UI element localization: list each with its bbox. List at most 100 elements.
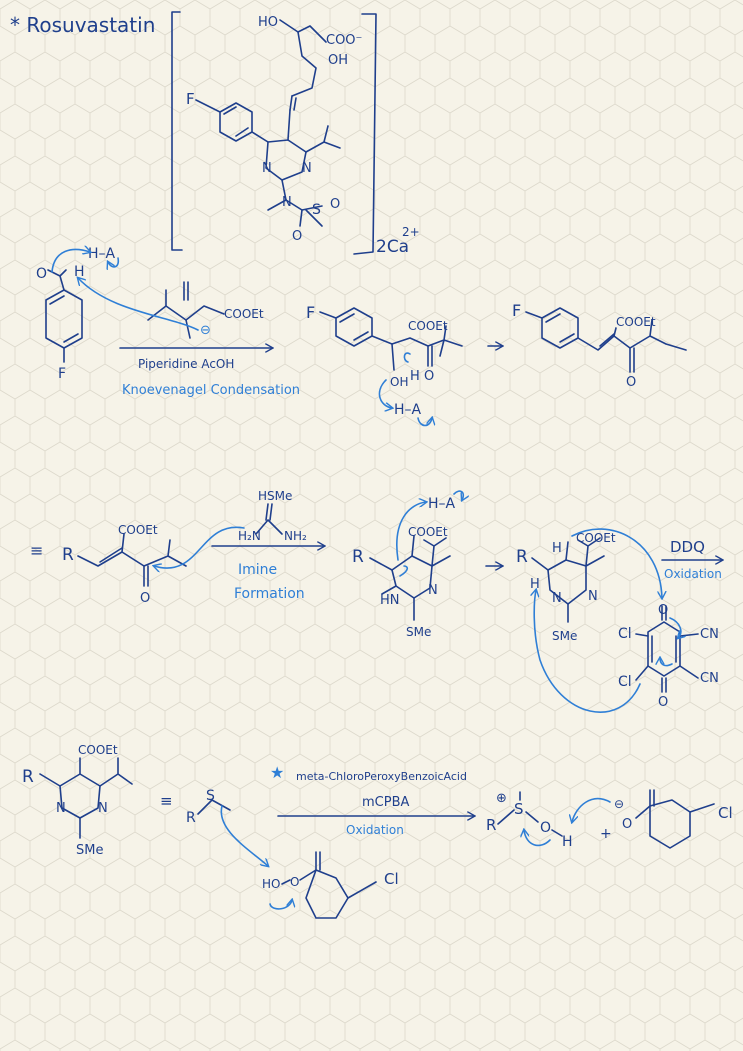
- step2-intermediate: R COOEt HN N SMe H–A: [352, 490, 502, 639]
- step3-products: R ⊕ S O H + ⊖ O Cl: [486, 789, 733, 850]
- step1-f: F: [58, 366, 66, 382]
- ddq-o2: O: [658, 695, 668, 710]
- ddq-oxidation: Oxidation: [664, 567, 722, 581]
- thiourea-hsme: HSMe: [258, 489, 292, 503]
- benzoate-ring: [649, 799, 691, 849]
- step2-equiv: ≡: [30, 541, 43, 560]
- step1-reaction-name: Knoevenagel Condensation: [122, 383, 300, 398]
- peracid-ho: HO: [262, 877, 280, 891]
- hydride-transfer-arrow: [571, 528, 662, 598]
- ddq-cn2: CN: [700, 671, 719, 686]
- prod1-o: O: [626, 375, 636, 390]
- int2-ha: H–A: [428, 496, 456, 512]
- ddq-cn1: CN: [700, 627, 719, 642]
- ddq-cl1: Cl: [618, 626, 632, 642]
- step3-n1: N: [56, 801, 66, 816]
- step3-cooet: COOEt: [78, 743, 118, 757]
- int2-arrow-to-acid: [396, 502, 426, 561]
- ddq-o1: O: [658, 603, 668, 618]
- rosu-coo: COO⁻: [326, 33, 362, 48]
- benzoate-cl: Cl: [718, 804, 733, 822]
- step1-reactants: O H H–A F COOEt ⊖ Piperidine AcOH Knoeve…: [36, 246, 300, 398]
- int1-o: O: [424, 369, 434, 384]
- dhp-sme: SMe: [552, 629, 577, 643]
- dhp-n1: N: [552, 591, 562, 606]
- rosu-ho: HO: [258, 15, 278, 30]
- step3-oxidation: Oxidation: [346, 823, 404, 837]
- step2-o: O: [140, 591, 150, 606]
- star-marker: ★: [270, 763, 284, 782]
- step2-cooet: COOEt: [118, 523, 158, 537]
- step1-cooet: COOEt: [224, 307, 264, 321]
- prod1-f: F: [512, 301, 521, 320]
- step3-r: R: [22, 767, 34, 787]
- int2-sme: SMe: [406, 625, 431, 639]
- ddq-proton-arrow: [534, 590, 641, 713]
- step3-reaction: ≡ R S HO O Cl ★ meta-ChloroPeroxyBenzoic…: [160, 763, 474, 919]
- rosu-n3: N: [282, 195, 292, 210]
- product-o: O: [540, 820, 551, 836]
- ddq-cl2: Cl: [618, 674, 632, 690]
- step1-arrow-o-to-h: [51, 249, 90, 273]
- aldehyde-o: O: [36, 266, 47, 282]
- peracid-cl: Cl: [384, 870, 399, 888]
- page-title: * Rosuvastatin: [10, 13, 155, 37]
- calcium-counter-ion: 2Ca: [376, 237, 409, 257]
- sulfonium-r: R: [486, 816, 496, 834]
- mcpba-full-name: meta-ChloroPeroxyBenzoicAcid: [296, 770, 467, 783]
- rosu-oh: OH: [328, 53, 348, 68]
- step1-arrow-carbanion-attack: [78, 278, 199, 331]
- int1-cooet: COOEt: [408, 319, 448, 333]
- calcium-charge: 2+: [402, 225, 420, 239]
- peracid-ring: [305, 869, 349, 919]
- rosu-f: F: [186, 90, 195, 108]
- peracid-o: O: [290, 875, 299, 889]
- rosu-s: S: [312, 202, 321, 218]
- pyrimidine-ring: [265, 139, 307, 181]
- int1-f: F: [306, 303, 315, 322]
- rosuvastatin-structure: HO COO⁻ OH F N N N S O O 2Ca 2+: [171, 11, 420, 257]
- dhp-cooet: COOEt: [576, 531, 616, 545]
- step2-r: R: [62, 545, 74, 565]
- ddq-reagent: DDQ Oxidation O O Cl Cl CN CN: [618, 538, 722, 710]
- mcpba-label: mCPBA: [362, 795, 409, 810]
- int2-r: R: [352, 547, 364, 567]
- product-h: H: [562, 834, 573, 850]
- step3-sme: SMe: [76, 843, 103, 858]
- step3-n2: N: [98, 801, 108, 816]
- step3-s: S: [206, 788, 215, 804]
- int1-h: H: [410, 369, 420, 384]
- step2-name-line1: Imine: [238, 562, 277, 578]
- sulfonium-charge: ⊕: [496, 791, 507, 806]
- int2-n: N: [428, 583, 438, 598]
- dihydropyrimidine-intermediate: R H H COOEt N N SMe: [516, 528, 662, 713]
- step1-reagents: Piperidine AcOH: [138, 357, 234, 371]
- prod1-cooet: COOEt: [616, 315, 656, 329]
- rosu-n1: N: [262, 161, 272, 176]
- step2-name-line2: Formation: [234, 586, 305, 602]
- int2-cooet: COOEt: [408, 525, 448, 539]
- step3-equiv: ≡: [160, 792, 173, 810]
- dhp-n2: N: [588, 589, 598, 604]
- left-bracket: [171, 11, 183, 251]
- step1-intermediate: F COOEt OH H O H–A: [306, 303, 502, 427]
- ddq-label: DDQ: [670, 538, 705, 556]
- dhp-r: R: [516, 547, 528, 567]
- step3-substrate: R COOEt N N SMe: [22, 743, 133, 858]
- benzoate-minus: ⊖: [614, 797, 624, 811]
- int2-hn: HN: [380, 593, 400, 608]
- rosu-n2: N: [302, 161, 312, 176]
- int1-oh: OH: [390, 375, 408, 389]
- step3-arrow-sulfur-attack: [220, 805, 268, 866]
- rosu-o1: O: [330, 197, 340, 212]
- step3-r2: R: [186, 810, 196, 826]
- step1-acid-ha: H–A: [88, 246, 116, 262]
- int1-ha: H–A: [394, 402, 422, 418]
- dhp-h2: H: [530, 577, 540, 592]
- step2-arrow-amine-attack: [154, 526, 245, 568]
- dhp-h1: H: [552, 541, 562, 556]
- aldehyde-h: H: [74, 264, 85, 280]
